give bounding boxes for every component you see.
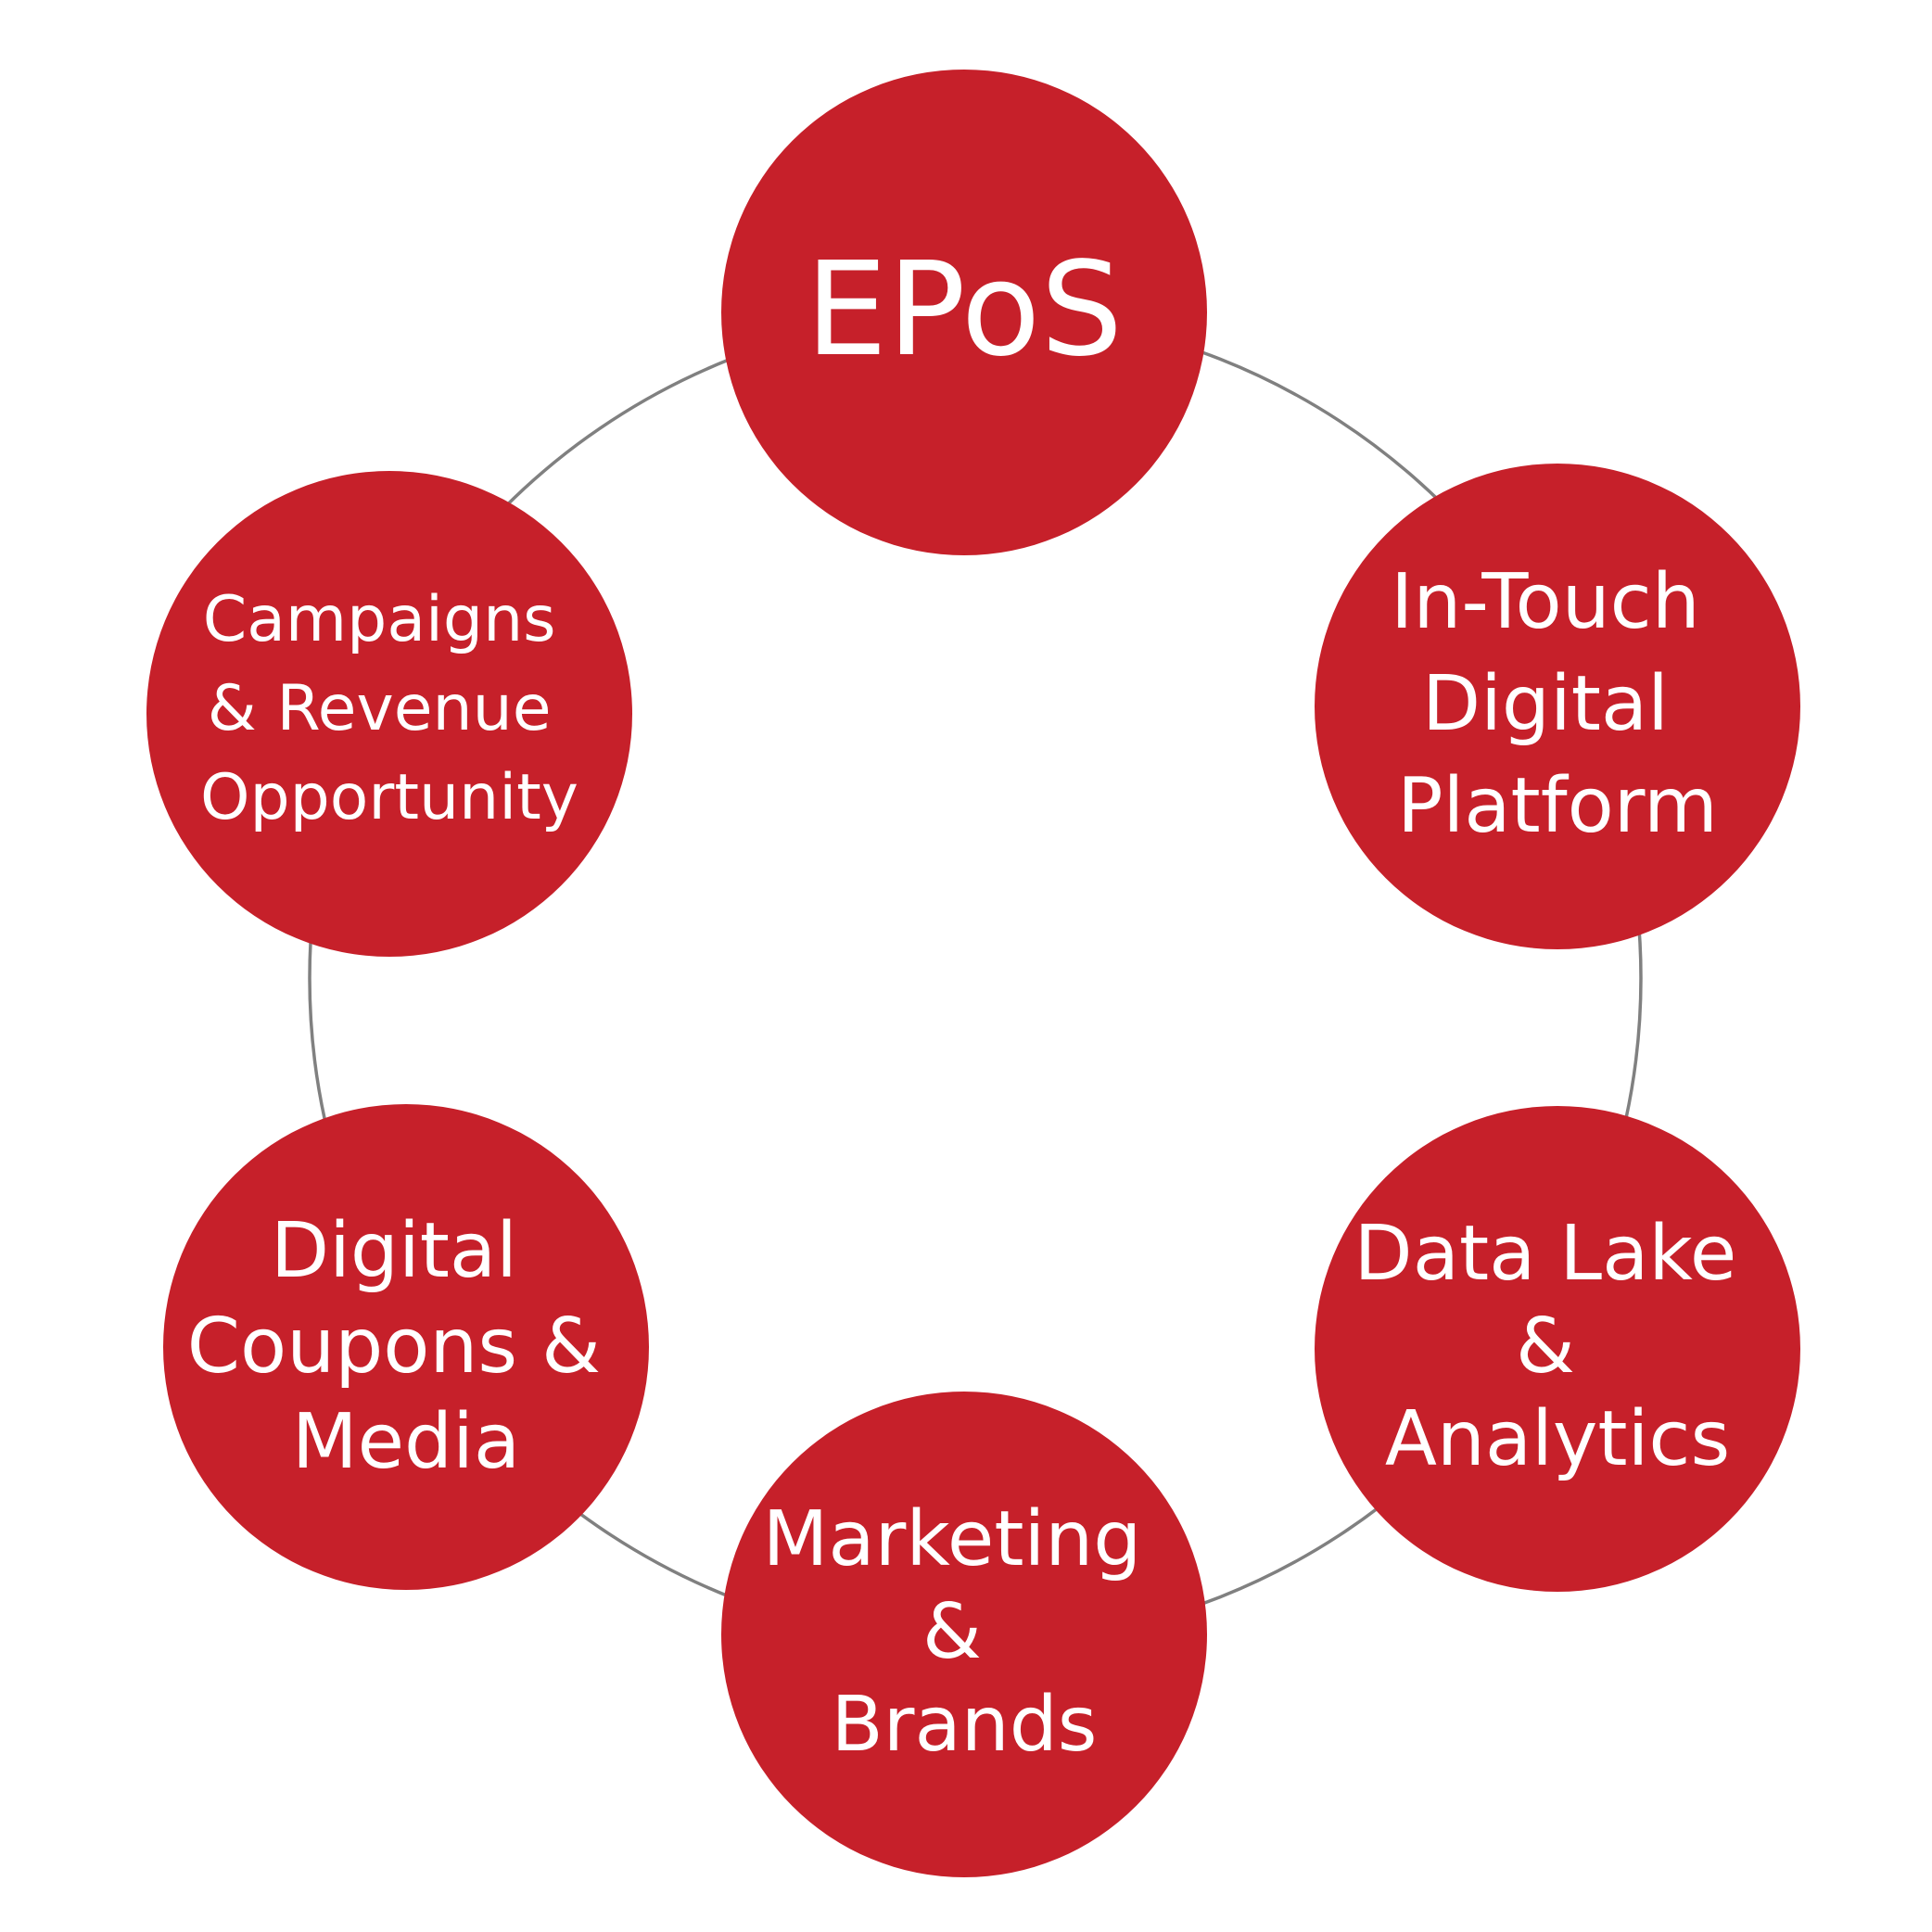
node-in-touch-label: In-Touch Digital Platform (1391, 558, 1724, 850)
node-marketing-circle (721, 1392, 1207, 1877)
node-coupons-line-1: Digital (271, 1207, 517, 1295)
node-coupons-line-3: Media (292, 1398, 520, 1486)
node-in-touch-digital-platform: In-Touch Digital Platform (1315, 464, 1800, 949)
node-marketing-brands: Marketing & Brands (721, 1392, 1207, 1877)
node-marketing-line-3: Brands (832, 1681, 1098, 1769)
node-data-lake-analytics: Data Lake & Analytics (1315, 1106, 1800, 1592)
node-data-lake-circle (1315, 1106, 1800, 1592)
node-epos-label: EPoS (806, 235, 1123, 386)
node-coupons-circle (163, 1104, 649, 1590)
node-marketing-line-2: & (922, 1588, 982, 1676)
node-digital-coupons-media: Digital Coupons & Media (163, 1104, 649, 1590)
node-campaigns-label: Campaigns & Revenue Opportunity (200, 583, 578, 834)
node-epos: EPoS (721, 70, 1207, 555)
node-campaigns-line-3: Opportunity (200, 761, 578, 834)
node-marketing-line-1: Marketing (763, 1495, 1142, 1583)
node-in-touch-line-3: Platform (1397, 762, 1718, 850)
node-campaigns-line-2: & Revenue (208, 672, 552, 745)
node-in-touch-line-1: In-Touch (1391, 558, 1700, 646)
node-in-touch-line-2: Digital (1422, 660, 1669, 748)
node-data-lake-line-1: Data Lake (1354, 1210, 1737, 1298)
node-epos-line-1: EPoS (806, 235, 1123, 386)
node-campaigns-circle (146, 471, 632, 957)
node-data-lake-line-3: Analytics (1385, 1395, 1730, 1483)
node-in-touch-circle (1315, 464, 1800, 949)
node-coupons-label: Digital Coupons & Media (187, 1207, 625, 1486)
node-coupons-line-2: Coupons & (187, 1303, 601, 1391)
node-data-lake-label: Data Lake & Analytics (1354, 1210, 1761, 1483)
node-campaigns-line-1: Campaigns (203, 583, 556, 656)
node-data-lake-line-2: & (1516, 1303, 1575, 1391)
node-campaigns-revenue-opportunity: Campaigns & Revenue Opportunity (146, 471, 632, 957)
node-marketing-label: Marketing & Brands (763, 1495, 1166, 1769)
node-epos-circle (721, 70, 1207, 555)
